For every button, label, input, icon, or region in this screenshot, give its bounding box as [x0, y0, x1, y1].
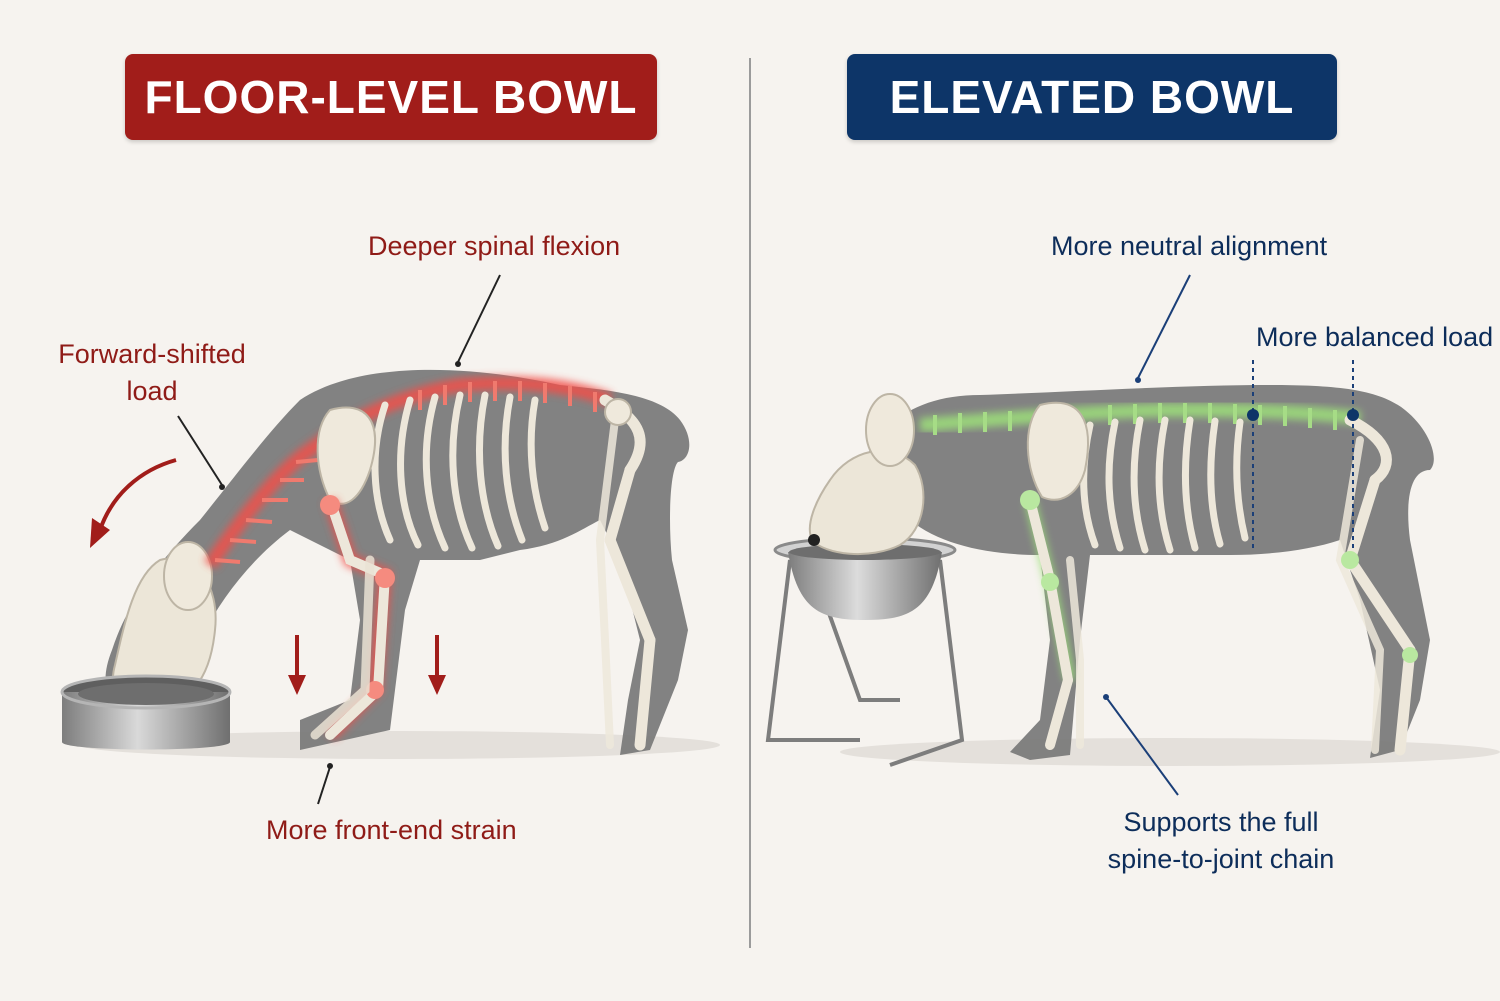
scapula-bone	[316, 406, 376, 505]
dog-body-silhouette	[812, 385, 1434, 760]
floor-level-title: FLOOR-LEVEL BOWL	[125, 54, 657, 140]
forward-load-line1: Forward-shifted	[58, 339, 246, 369]
neutral-alignment-label: More neutral alignment	[1051, 231, 1328, 261]
dog-body-silhouette	[105, 369, 690, 755]
elevated-dog-illustration	[765, 274, 1500, 796]
curved-arrow-icon	[98, 458, 177, 531]
floor-level-dog-illustration	[60, 274, 720, 805]
balance-guide-lines	[1252, 360, 1354, 552]
elevated-panel: ELEVATED BOWL	[750, 0, 1500, 1001]
forward-load-line2: load	[126, 376, 178, 406]
front-leg-bones	[1025, 495, 1084, 750]
floor-level-panel: FLOOR-LEVEL BOWL	[52, 54, 720, 845]
front-end-strain-label: More front-end strain	[266, 815, 517, 845]
spinal-flexion-label: Deeper spinal flexion	[368, 231, 621, 261]
floor-bowl-icon	[60, 674, 232, 750]
supports-chain-label: Supports the full spine-to-joint chain	[1106, 804, 1336, 878]
forward-load-label: Forward-shifted load	[52, 336, 252, 410]
spine-vertebrae	[933, 403, 1337, 435]
balanced-load-label: More balanced load	[1256, 322, 1494, 352]
spine-vertebrae	[214, 381, 597, 564]
panel-divider	[749, 58, 751, 948]
down-arrow-icon	[295, 635, 439, 680]
rib-cage	[371, 391, 549, 552]
supports-chain-line2: spine-to-joint chain	[1107, 844, 1335, 874]
dog-skull	[808, 449, 925, 556]
scapula-bone	[1026, 401, 1089, 501]
supports-chain-line1: Supports the full	[1123, 807, 1319, 837]
hind-leg-bones	[1335, 414, 1416, 756]
spine-highlight	[204, 376, 613, 569]
elevated-title: ELEVATED BOWL	[847, 54, 1337, 140]
